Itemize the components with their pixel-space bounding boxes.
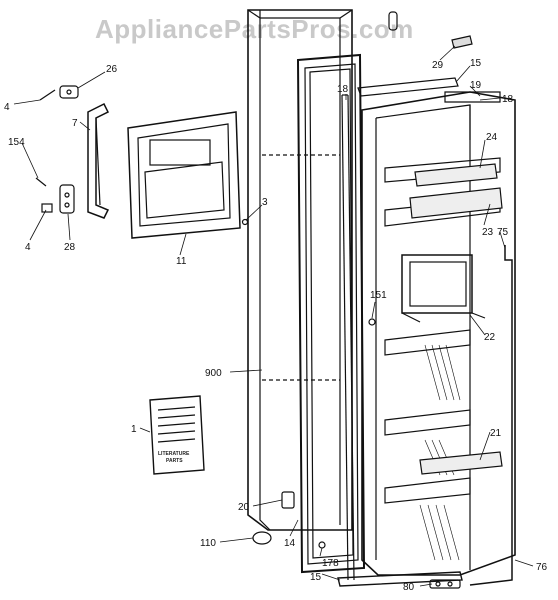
- bottom-trim: [337, 571, 463, 587]
- label-1: 1: [131, 424, 137, 435]
- label-76: 76: [536, 562, 548, 573]
- trim-panel-11: [127, 111, 241, 239]
- wire-75-76: [469, 245, 513, 586]
- label-151: 151: [370, 290, 387, 301]
- label-18b: 18: [337, 84, 349, 95]
- label-21: 21: [490, 428, 502, 439]
- label-20: 20: [238, 502, 250, 513]
- label-22: 22: [484, 332, 496, 343]
- outer-door-panel: [247, 9, 353, 531]
- trim-strip-left: [341, 94, 355, 581]
- label-4a: 4: [4, 102, 10, 113]
- shelf-bar-21: [419, 451, 503, 475]
- leader-lines: [13, 45, 534, 587]
- door-gasket: [296, 53, 366, 574]
- part-29: [451, 35, 473, 49]
- screw-4b: [41, 203, 53, 213]
- literature-card: [149, 395, 205, 475]
- label-28: 28: [64, 242, 76, 253]
- label-154: 154: [8, 137, 25, 148]
- label-4b: 4: [25, 242, 31, 253]
- label-110: 110: [200, 538, 216, 549]
- screw-151: [368, 318, 376, 326]
- label-19: 19: [470, 80, 482, 91]
- door-handle: [87, 102, 110, 219]
- label-14: 14: [284, 538, 296, 549]
- top-trim: [357, 77, 501, 103]
- label-75: 75: [497, 227, 509, 238]
- handle-clip-28: [59, 184, 75, 214]
- shelf-bar-24: [414, 163, 498, 187]
- label-15a: 15: [470, 58, 482, 69]
- label-29: 29: [432, 60, 444, 71]
- label-15b: 15: [310, 572, 322, 583]
- label-900: 900: [205, 368, 222, 379]
- label-178: 178: [322, 558, 339, 569]
- screw-178: [318, 541, 326, 549]
- label-11: 11: [176, 256, 187, 267]
- label-3: 3: [262, 197, 268, 208]
- hinge-pin-20: [281, 491, 295, 509]
- plug-110: [252, 531, 272, 545]
- card-title-line1: LITERATURE: [158, 451, 190, 457]
- part-top-pin: [388, 11, 398, 31]
- label-7: 7: [72, 118, 78, 129]
- card-title-line2: PARTS: [166, 458, 183, 464]
- label-24: 24: [486, 132, 498, 143]
- shelf-bar-23: [409, 187, 503, 219]
- label-26: 26: [106, 64, 118, 75]
- handle-clip-26: [59, 85, 79, 99]
- label-18a: 18: [502, 94, 514, 105]
- screw-3: [241, 218, 249, 226]
- label-80: 80: [403, 582, 415, 593]
- screw-4a: [39, 89, 56, 101]
- label-23: 23: [482, 227, 494, 238]
- screw-154: [35, 177, 47, 187]
- watermark: AppliancePartsPros.com: [95, 14, 414, 44]
